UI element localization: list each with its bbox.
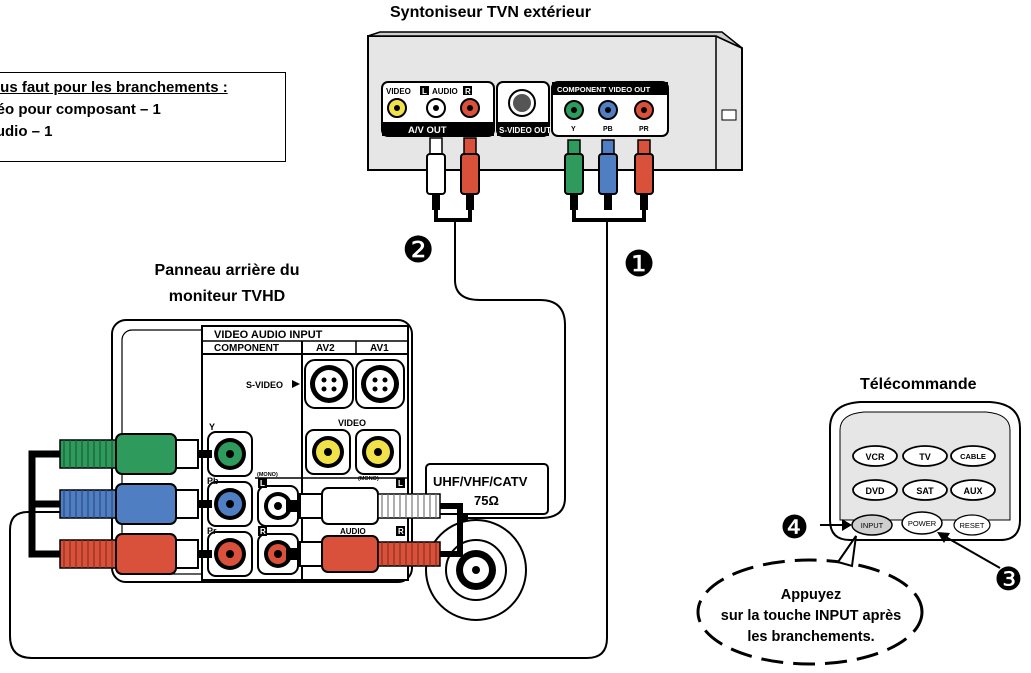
panel-header: VIDEO AUDIO INPUT (214, 329, 323, 341)
tuner-r-label: R (465, 87, 471, 96)
remote-cable-button[interactable]: CABLE (950, 445, 996, 467)
remote-input-button[interactable]: INPUT (851, 514, 893, 536)
note-line-1: ous faut pour les branchements : (0, 79, 228, 96)
tuner-jack-audio-r (460, 98, 480, 118)
bubble-line-1: Appuyez (780, 587, 842, 603)
tuner-pb-label: PB (603, 126, 613, 133)
svg-text:SAT: SAT (916, 486, 934, 496)
remote-power-button[interactable]: POWER (901, 511, 943, 535)
panel-mono-label: (MONO) (257, 472, 278, 478)
bubble-line-3: les branchements. (747, 629, 875, 645)
tuner-svideo-out-label: S-VIDEO OUT (499, 126, 551, 135)
audio-cable-loop (454, 220, 566, 519)
remote-vcr-button[interactable]: VCR (852, 445, 898, 467)
panel-jack-audio-r (257, 533, 299, 575)
panel-av2-label: AV2 (316, 343, 335, 354)
tuner-jack-y (564, 100, 584, 120)
step-four: ❹ (780, 508, 809, 546)
tuner-av-out-label: A/V OUT (408, 125, 447, 136)
panel-audio-label: AUDIO (340, 527, 366, 536)
panel-svideo-label: S-VIDEO (246, 380, 283, 390)
svg-text:RESET: RESET (959, 521, 984, 530)
step-one: ❶ (623, 244, 655, 285)
remote-dvd-button[interactable]: DVD (852, 479, 898, 501)
arrow-to-input (820, 519, 852, 531)
panel-mono-av-label: (MONO) (358, 476, 379, 482)
panel-av1-label: AV1 (370, 343, 389, 354)
svg-text:POWER: POWER (908, 519, 937, 528)
panel-video-av2 (305, 429, 351, 475)
panel-jack-y (207, 431, 253, 477)
panel-title-line-2: moniteur TVHD (168, 288, 286, 305)
remote-aux-button[interactable]: AUX (950, 479, 996, 501)
svg-text:VCR: VCR (865, 452, 885, 462)
panel-uhf-line1: UHF/VHF/CATV (433, 474, 528, 489)
tuner-jack-pb (598, 100, 618, 120)
tuner-jack-video (387, 98, 407, 118)
panel-jack-audio-l (257, 485, 299, 527)
panel-component-plugs (28, 433, 212, 575)
svg-text:DVD: DVD (865, 486, 885, 496)
tuner-audio-plugs (426, 137, 480, 222)
remote-tv-button[interactable]: TV (902, 445, 948, 467)
panel-l-label: L (260, 479, 265, 488)
step-two: ❷ (402, 230, 434, 271)
tuner-title: Syntoniseur TVN extérieur (390, 4, 591, 21)
component-cable-loop (9, 220, 608, 659)
panel-r-label: R (260, 527, 266, 536)
panel-jack-pr (207, 531, 253, 577)
panel-title-line-1: Panneau arrière du (154, 262, 300, 279)
bubble-line-2: sur la touche INPUT après (720, 608, 902, 624)
note-line-2: vidéo pour composant – 1 (0, 101, 161, 118)
svg-text:CABLE: CABLE (960, 452, 986, 461)
svg-text:TV: TV (919, 452, 931, 462)
panel-pb-label: Pb (207, 476, 219, 486)
tuner-l-label: L (422, 87, 427, 96)
panel-video-av1 (355, 429, 401, 475)
note-line-3: e audio – 1 (0, 123, 53, 140)
panel-svideo-av1 (355, 359, 405, 409)
remote-reset-button[interactable]: RESET (953, 514, 991, 536)
panel-svideo-av2 (304, 359, 354, 409)
svg-text:AUX: AUX (963, 486, 982, 496)
panel-y-label: Y (209, 422, 215, 432)
panel-pr-label: Pr (207, 526, 217, 536)
tuner-video-label: VIDEO (386, 87, 411, 96)
tuner-component-label: COMPONENT VIDEO OUT (557, 85, 651, 94)
panel-uhf-line2: 75Ω (474, 493, 499, 508)
panel-video-label: VIDEO (338, 418, 366, 428)
panel-component-label: COMPONENT (214, 343, 279, 354)
bubble-text: Appuyez sur la touche INPUT après les br… (706, 585, 916, 648)
arrow-to-power (937, 532, 1001, 569)
svg-text:INPUT: INPUT (861, 521, 884, 530)
tuner-pr-label: PR (639, 126, 649, 133)
panel-jack-pb (207, 481, 253, 527)
panel-av-l-label: L (398, 479, 403, 488)
remote-title: Télécommande (860, 376, 977, 393)
tuner-jack-pr (634, 100, 654, 120)
tuner-jack-audio-l (426, 98, 446, 118)
panel-av-r-label: R (398, 527, 404, 536)
panel-title: Panneau arrière du moniteur TVHD (112, 258, 342, 310)
requirements-note: ous faut pour les branchements : vidéo p… (0, 72, 286, 162)
tuner-component-plugs (564, 139, 654, 222)
tuner-y-label: Y (571, 126, 576, 133)
panel-audio-plugs (286, 487, 468, 573)
step-three: ❸ (994, 560, 1023, 598)
remote-sat-button[interactable]: SAT (902, 479, 948, 501)
input-bubble (696, 535, 924, 666)
tuner-box (367, 31, 743, 171)
tuner-audio-label: AUDIO (432, 87, 458, 96)
